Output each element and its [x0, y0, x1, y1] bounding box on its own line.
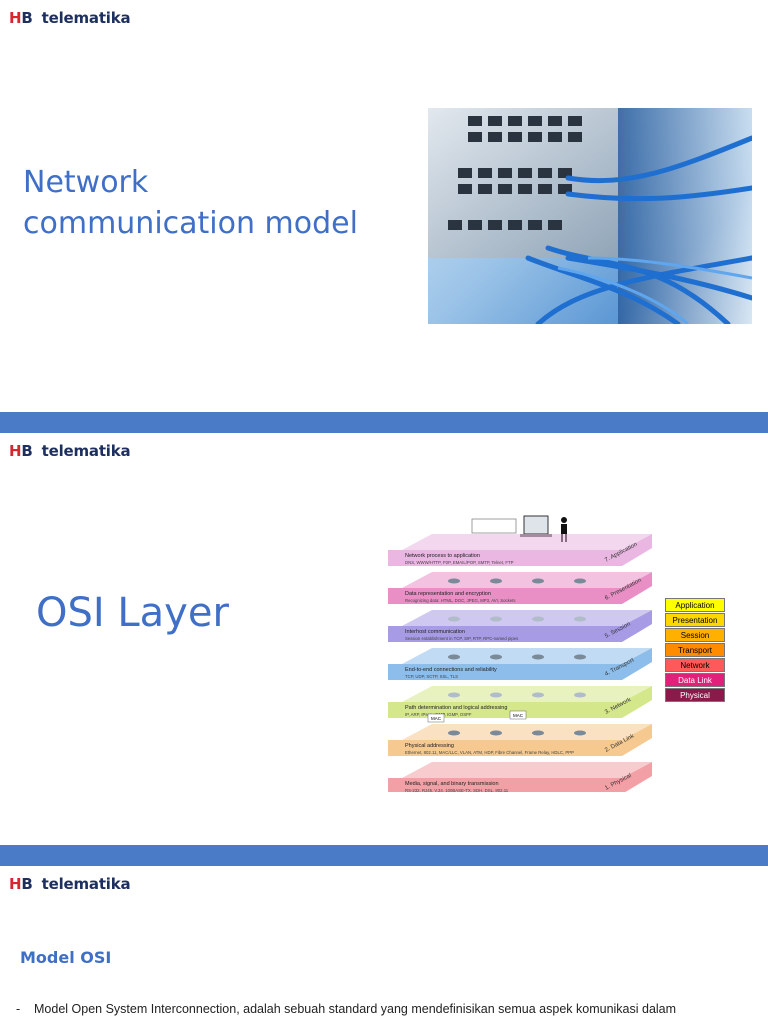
logo-text: telematika [41, 9, 131, 27]
layer-front-face [388, 762, 652, 794]
layer-description: Data representation and encryption [405, 591, 491, 597]
company-logo: HB telematika [9, 875, 131, 893]
layer-top-face [402, 686, 652, 702]
network-device-icon [448, 692, 460, 698]
network-device-icon [448, 730, 460, 736]
legend-physical: Physical [665, 688, 725, 702]
slide-divider [0, 845, 768, 866]
slide-divider [0, 412, 768, 433]
legend-session: Session [665, 628, 725, 642]
layer-protocols: Ethernet, 802.11, MAC/LLC, VLAN, ATM, HD… [405, 750, 574, 755]
network-device-icon [490, 692, 502, 698]
mac-badge-box [509, 710, 527, 720]
logo-text: telematika [41, 875, 131, 893]
logo-text: telematika [41, 442, 131, 460]
slide-model-osi: HB telematika [0, 866, 768, 1024]
network-device-icon [532, 616, 544, 622]
search-window-icon [471, 518, 517, 534]
slide-network-communication-model: HB telematika Network communication mode… [0, 0, 768, 412]
layer-top-face [402, 610, 652, 626]
layer-front-face [388, 648, 652, 680]
computer-icon [520, 515, 552, 537]
network-device-icon [490, 654, 502, 660]
slide-title: OSI Layer [36, 590, 229, 636]
legend-data-link: Data Link [665, 673, 725, 687]
network-device-icon [532, 730, 544, 736]
layer-protocols: RS-232, RJ45, V.34, 100BASE-TX, SDH, DSL… [405, 788, 509, 792]
network-device-icon [574, 730, 586, 736]
layer-top-face [402, 762, 652, 778]
network-device-icon [574, 692, 586, 698]
layer-top-face [402, 534, 652, 550]
layer-front-face [388, 724, 652, 756]
network-device-icon [532, 692, 544, 698]
legend-presentation: Presentation [665, 613, 725, 627]
osi-legend: Application Presentation Session Transpo… [665, 598, 725, 703]
layer-protocols: Session establishment in TCP, SIP, RTP, … [405, 636, 518, 641]
layer-front-face [388, 610, 652, 642]
network-device-icon [532, 654, 544, 660]
network-switch-cables-photo [428, 108, 752, 324]
network-device-icon [574, 578, 586, 584]
mac-badge-box [427, 713, 445, 723]
layer-description: Path determination and logical addressin… [405, 705, 507, 711]
network-device-icon [490, 616, 502, 622]
layer-description: Media, signal, and binary transmission [405, 781, 499, 787]
mac-badge: MAC [431, 716, 442, 721]
layer-protocols: Recognizing data: HTML, DOC, JPEG, MP3, … [405, 598, 516, 603]
network-device-icon [574, 616, 586, 622]
company-logo: HB telematika [9, 442, 131, 460]
osi-layer-4: End-to-end connections and reliabilityTC… [388, 648, 652, 680]
layer-front-face [388, 572, 652, 604]
network-device-icon [448, 654, 460, 660]
layer-description: Interhost communication [405, 629, 465, 635]
mac-badge: MAC [513, 713, 524, 718]
legend-network: Network [665, 658, 725, 672]
layer-protocols: TCP, UDP, SCTP, SSL, TLS [405, 674, 458, 679]
osi-layer-6: Data representation and encryptionRecogn… [388, 572, 652, 604]
layer-description: Physical addressing [405, 743, 454, 749]
network-device-icon [448, 616, 460, 622]
layer-top-face [402, 724, 652, 740]
network-device-icon [448, 578, 460, 584]
legend-transport: Transport [665, 643, 725, 657]
network-device-icon [574, 654, 586, 660]
layer-protocols: DNS, WWW/HTTP, P2P, EMAIL/POP, SMTP, Tel… [405, 560, 514, 565]
company-logo: HB telematika [9, 9, 131, 27]
osi-layer-1: Media, signal, and binary transmissionRS… [388, 762, 652, 794]
section-heading: Model OSI [20, 948, 112, 967]
layer-top-face [402, 572, 652, 588]
network-device-icon [490, 578, 502, 584]
layer-front-face [388, 534, 652, 566]
bullet-text: -Model Open System Interconnection, adal… [16, 1002, 677, 1016]
layer-front-face [388, 686, 652, 718]
network-device-icon [532, 578, 544, 584]
layer-description: Network process to application [405, 553, 480, 559]
legend-application: Application [665, 598, 725, 612]
slide-title: Network communication model [23, 165, 358, 241]
network-device-icon [490, 730, 502, 736]
layer-description: End-to-end connections and reliability [405, 667, 497, 673]
layer-top-face [402, 648, 652, 664]
osi-layer-3: Path determination and logical addressin… [388, 686, 652, 718]
